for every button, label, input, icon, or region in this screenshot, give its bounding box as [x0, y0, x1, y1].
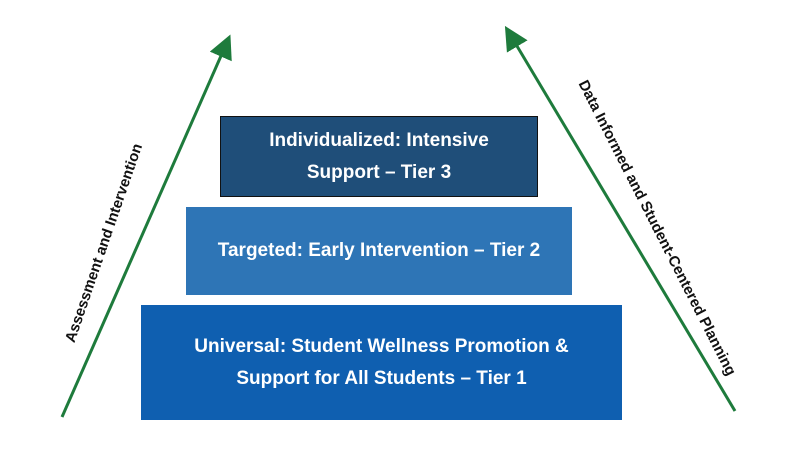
- tier-2-line-1: Targeted: Early Intervention – Tier 2: [217, 240, 541, 261]
- right-arrow: [504, 25, 737, 412]
- tier-2-box: Targeted: Early Intervention – Tier 2: [186, 207, 572, 295]
- tier-1-text: Universal: Student Wellness Promotion & …: [194, 331, 568, 395]
- tier-3-line-2: Support – Tier 3: [306, 161, 452, 183]
- tier-1-box: Universal: Student Wellness Promotion & …: [141, 305, 622, 420]
- tier-1-line-1: Universal: Student Wellness Promotion &: [194, 335, 569, 357]
- tier-3-box: Individualized: Intensive Support – Tier…: [220, 116, 538, 197]
- tier-3-line-1: Individualized: Intensive: [269, 129, 489, 151]
- tier-3-text: Individualized: Intensive Support – Tier…: [269, 125, 489, 189]
- left-arrow: [60, 34, 232, 418]
- tier-1-line-2: Support for All Students – Tier 1: [236, 367, 527, 389]
- tier-2-text: Targeted: Early Intervention – Tier 2: [218, 235, 540, 267]
